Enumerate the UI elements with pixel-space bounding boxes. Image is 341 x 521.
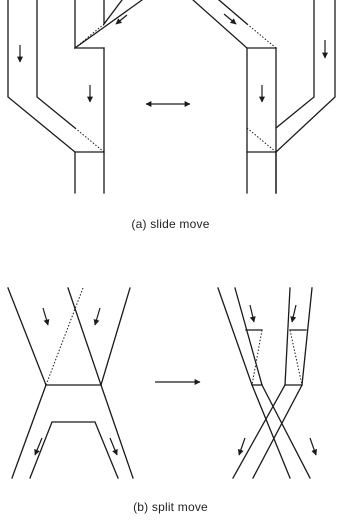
strand-direction-arrows [223,13,328,103]
strand-direction-arrows [34,307,118,456]
strand-direction-arrows [17,14,128,103]
strand-direction-arrows [237,304,318,456]
split-move-right-diagram [217,287,318,479]
caption-split-move: (b) split move [133,500,208,514]
slide-move-right-diagram [192,0,336,194]
slide-move-left-diagram [7,0,143,194]
caption-slide-move: (a) slide move [131,217,210,231]
split-move-left-diagram [7,287,134,479]
